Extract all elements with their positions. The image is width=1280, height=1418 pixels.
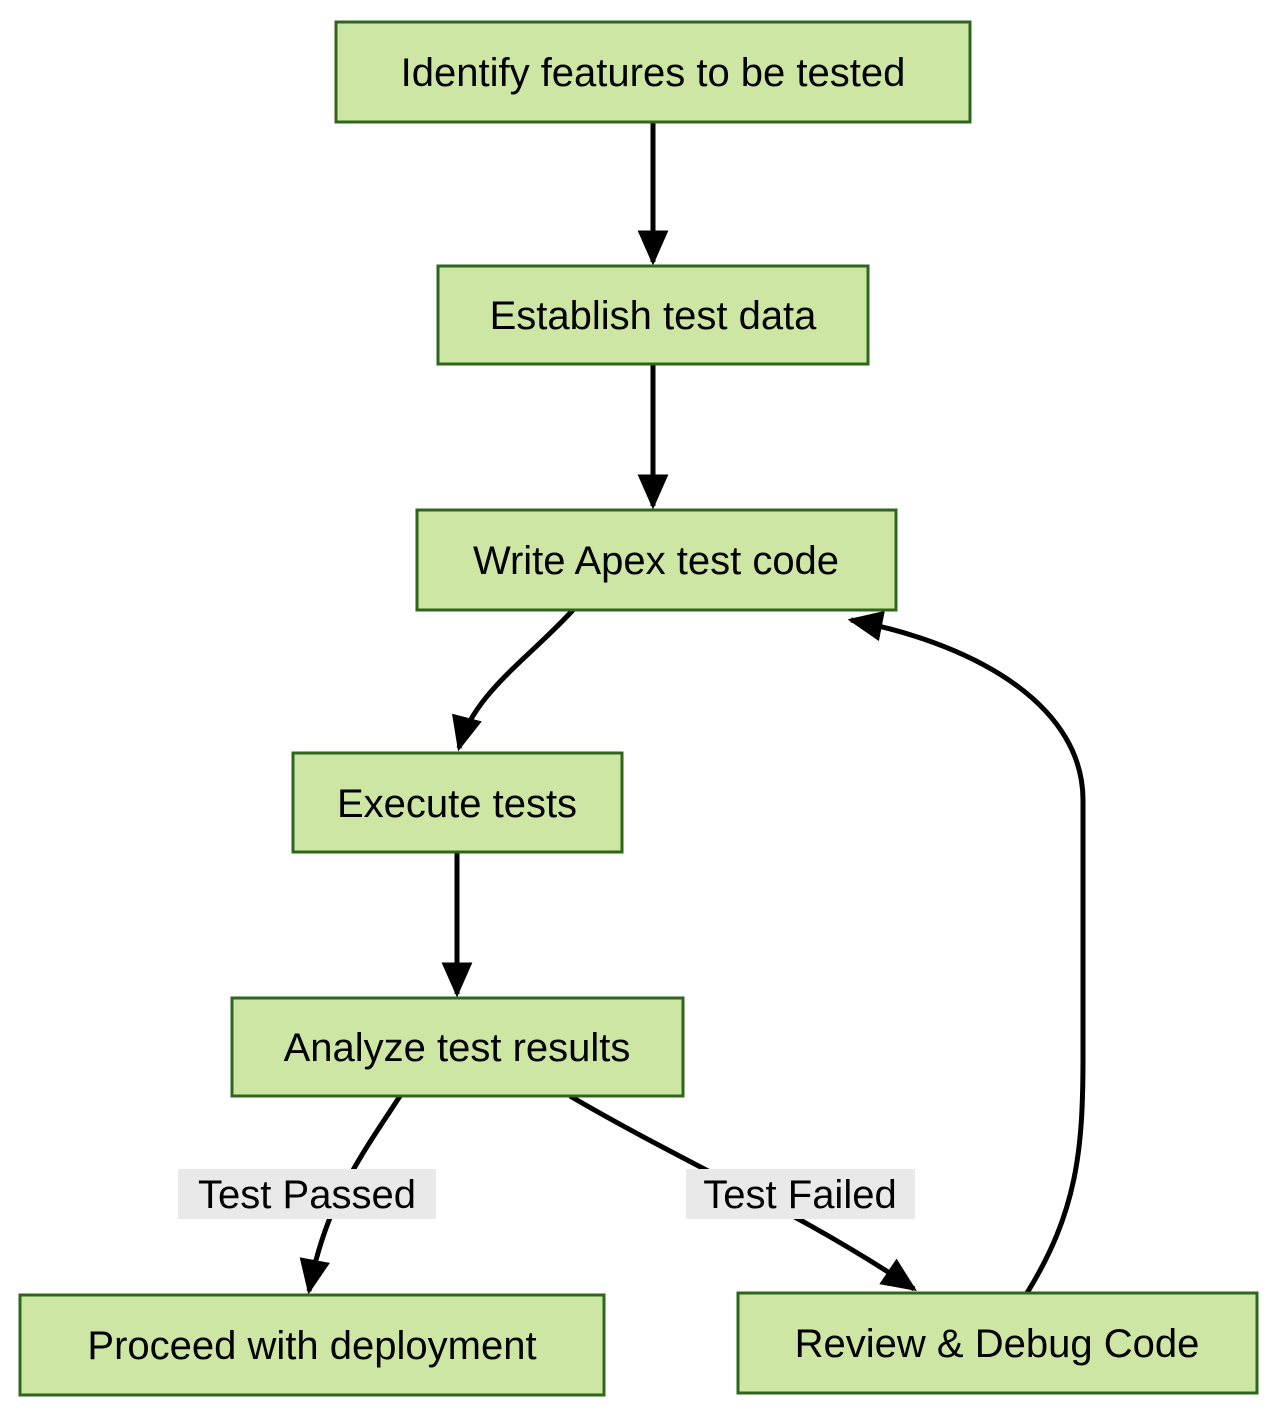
node-establish-test-data-box bbox=[436, 264, 870, 366]
node-establish-test-data-label: Establish test data bbox=[490, 294, 818, 338]
node-execute-tests-box bbox=[291, 751, 624, 854]
node-review-debug-code-label: Review & Debug Code bbox=[795, 1322, 1200, 1366]
node-establish-test-data: Establish test data bbox=[436, 264, 870, 366]
node-proceed-with-deployment: Proceed with deployment bbox=[18, 1293, 606, 1397]
node-proceed-with-deployment-label: Proceed with deployment bbox=[87, 1324, 536, 1368]
node-analyze-test-results: Analyze test results bbox=[230, 996, 685, 1098]
edge-review-to-write bbox=[847, 610, 1086, 1295]
test-failed-label-bg bbox=[686, 1169, 915, 1219]
nodes-layer: Identify features to be tested Establish… bbox=[18, 20, 1259, 1397]
node-execute-tests-label: Execute tests bbox=[337, 782, 577, 826]
node-analyze-test-results-label: Analyze test results bbox=[284, 1026, 631, 1070]
node-review-debug-code-box bbox=[736, 1291, 1259, 1395]
node-identify-features: Identify features to be tested bbox=[334, 20, 972, 124]
node-identify-features-label: Identify features to be tested bbox=[401, 51, 906, 95]
test-passed-label-bg bbox=[178, 1169, 436, 1219]
node-identify-features-box bbox=[334, 20, 972, 124]
node-execute-tests: Execute tests bbox=[291, 751, 624, 854]
edge-labels-layer: Test Passed Test Failed bbox=[178, 1169, 915, 1219]
node-analyze-test-results-box bbox=[230, 996, 685, 1098]
edge-write-to-execute bbox=[452, 608, 575, 752]
node-proceed-with-deployment-box bbox=[18, 1293, 606, 1397]
test-passed-label: Test Passed bbox=[198, 1173, 416, 1217]
node-write-apex-test-code-box bbox=[415, 508, 898, 612]
node-review-debug-code: Review & Debug Code bbox=[736, 1291, 1259, 1395]
test-failed-label: Test Failed bbox=[703, 1173, 896, 1217]
node-write-apex-test-code: Write Apex test code bbox=[415, 508, 898, 612]
node-write-apex-test-code-label: Write Apex test code bbox=[473, 539, 839, 583]
